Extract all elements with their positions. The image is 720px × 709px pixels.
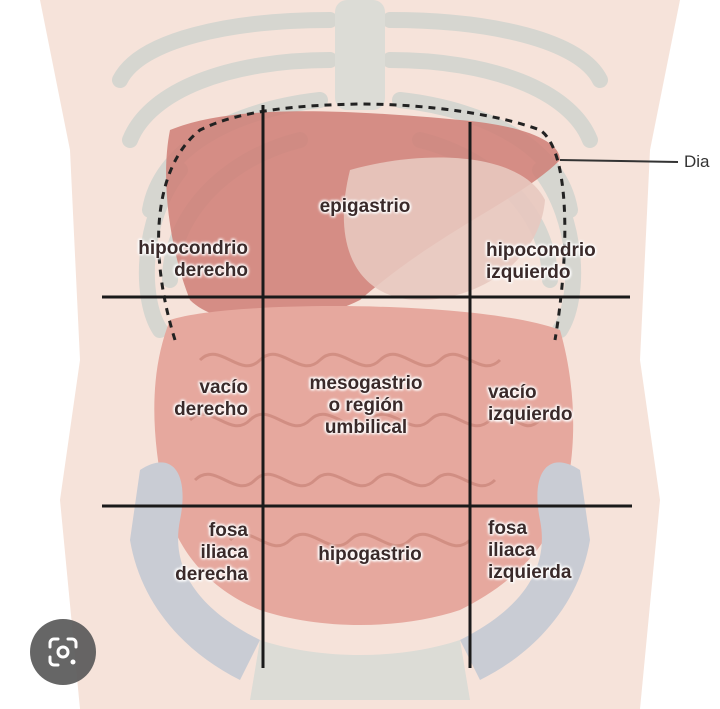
label-vacio-derecho: vacío derecho [174,377,248,420]
label-fosa-iliaca-izquierda: fosa iliaca izquierda [488,518,572,583]
pubic-bone [250,640,470,700]
pelvis-right [130,462,260,680]
label-hipocondrio-derecho: hipocondrio derecho [138,238,248,281]
label-fosa-iliaca-derecha: fosa iliaca derecha [175,520,248,585]
diaphragm-callout-label: Dia [684,152,710,171]
intestines [154,306,574,625]
label-mesogastrio: mesogastrio o región umbilical [309,373,423,438]
stomach [343,157,545,300]
google-lens-button[interactable] [30,619,96,685]
label-hipocondrio-izquierdo: hipocondrio izquierdo [486,240,596,283]
label-vacio-izquierdo: vacío izquierdo [488,382,573,425]
label-hipogastrio: hipogastrio [318,544,422,565]
callout-leader-line [559,159,679,163]
pelvis-left [460,462,590,680]
intestine-coils [188,352,542,548]
label-epigastrio: epigastrio [319,196,411,217]
sternum [335,0,385,110]
google-lens-icon [48,637,78,667]
region-grid [102,105,632,668]
diaphragm-outline [157,102,567,341]
